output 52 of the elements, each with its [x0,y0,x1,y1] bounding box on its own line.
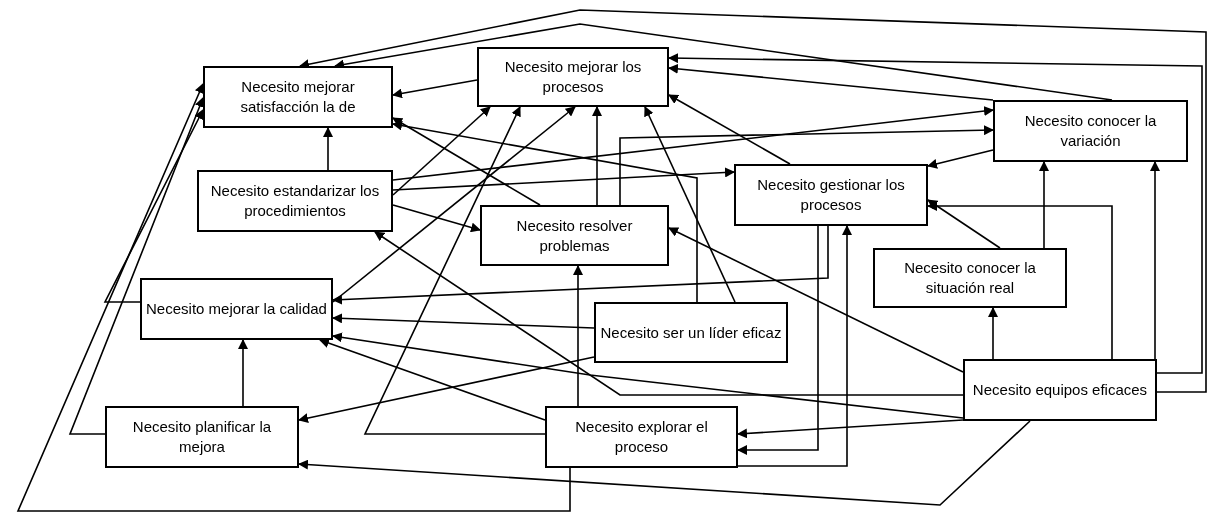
arrow [573,265,583,407]
text-box: Necesito conocer la variación [993,100,1188,162]
arrow [238,339,248,407]
arrow [392,106,491,196]
arrow [737,419,964,439]
text-box: Necesito estandarizar los procedimientos [197,170,393,232]
arrow [392,106,994,181]
arrow [323,127,333,171]
arrow [298,420,1031,506]
arrow [392,79,478,99]
arrow [592,106,602,206]
arrow [16,83,571,512]
arrow [927,149,994,169]
text-box: Necesito equipos eficaces [963,359,1157,421]
arrow [363,106,546,435]
arrow [392,117,541,206]
arrow [299,9,1207,393]
arrow [374,231,964,396]
arrow [619,125,994,206]
arrow [68,97,205,435]
text-box: Necesito mejorar los procesos [477,47,669,107]
text-box: Necesito mejorar satisfacción la de [203,66,393,128]
arrow [103,109,204,303]
arrow [332,225,829,305]
arrow [392,120,698,303]
arrow [988,307,998,360]
arrow [332,106,576,303]
arrow [737,225,819,455]
arrow [1039,161,1049,249]
arrow [334,23,1113,101]
text-box: Necesito ser un líder eficaz [594,302,788,363]
arrow [392,204,481,233]
arrow [392,167,735,191]
arrow [668,94,791,165]
arrow [332,313,595,329]
text-box: Necesito planificar la mejora [105,406,299,468]
arrow [737,225,852,467]
text-box: Necesito resolver problemas [480,205,669,266]
text-box: Necesito explorar el proceso [545,406,738,468]
arrow [319,338,546,421]
arrow [668,63,994,101]
arrow [332,332,964,419]
text-box: Necesito gestionar los procesos [734,164,928,226]
arrow [927,201,1113,360]
arrow [644,106,736,303]
text-box: Necesito mejorar la calidad [140,278,333,340]
arrow [1150,161,1160,360]
arrow [668,227,964,373]
arrow [668,53,1203,374]
arrow [298,356,595,423]
text-box: Necesito conocer la situación real [873,248,1067,308]
arrow [927,199,1001,249]
